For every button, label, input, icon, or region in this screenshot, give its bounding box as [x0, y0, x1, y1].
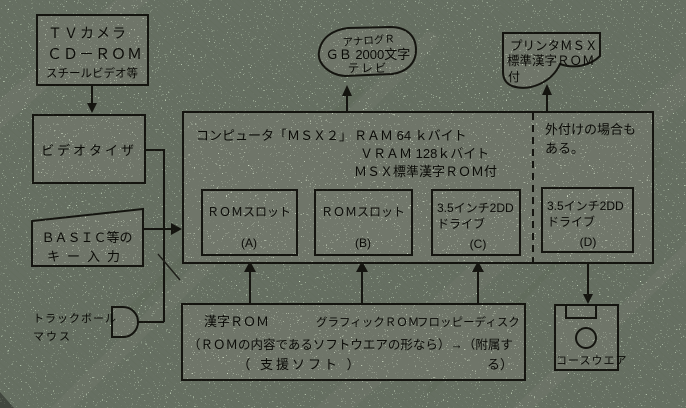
- msx2-system-diagram: ＴＶカメラ ＣＤ－ＲＯＭ スチールビデオ等 ビデオタイザ ＢＡＳＩＣ等の キー入…: [0, 0, 686, 408]
- scan-noise-overlay: [0, 0, 686, 408]
- scanned-diagram-page: ＴＶカメラ ＣＤ－ＲＯＭ スチールビデオ等 ビデオタイザ ＢＡＳＩＣ等の キー入…: [0, 0, 686, 408]
